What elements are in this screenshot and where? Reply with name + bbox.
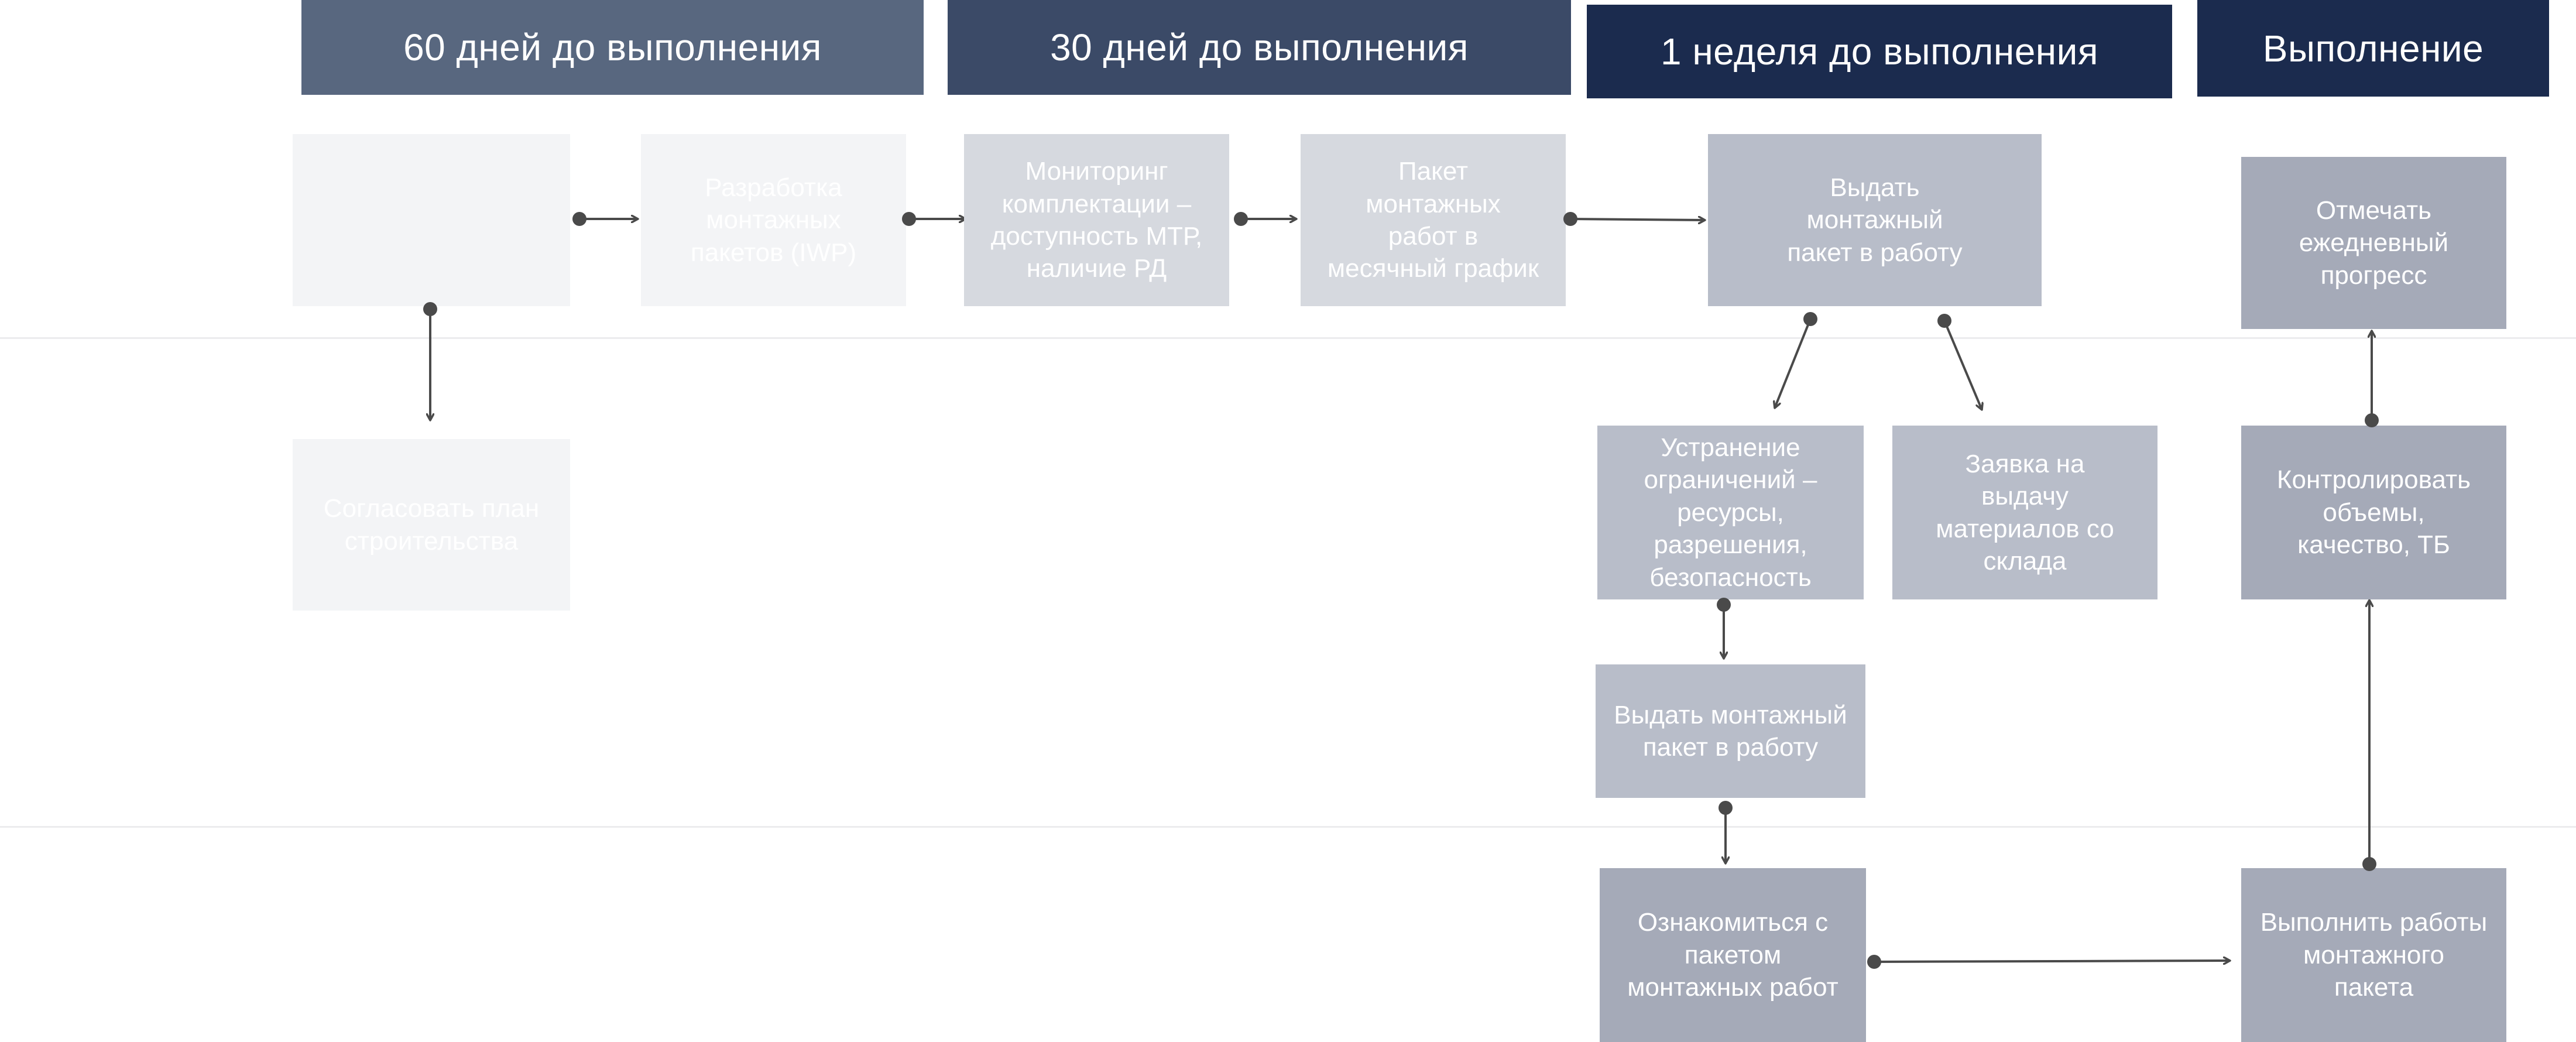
- node-agree-construction-plan: Согласовать план строительства: [293, 439, 570, 611]
- lane-divider-1: [0, 337, 2576, 339]
- dot-n5-right: [1937, 314, 1951, 328]
- dot-n7-bottom: [1717, 598, 1731, 612]
- node-monitor-completeness: Мониторинг комплектации – доступность МТ…: [964, 134, 1229, 306]
- node-review-package: Ознакомиться с пакетом монтажных работ: [1600, 868, 1866, 1042]
- arrow-n5-n7: [1775, 318, 1812, 408]
- node-issue-package-top: Выдать монтажный пакет в работу: [1708, 134, 2042, 306]
- node-develop-iwp: Разработка монтажных пакетов (IWP): [641, 134, 906, 306]
- node-control-quality: Контролировать объемы, качество, ТБ: [2241, 426, 2506, 599]
- dot-n13-top: [2362, 857, 2376, 871]
- header-1-week: 1 неделя до выполнения: [1587, 5, 2172, 98]
- node-package-monthly-schedule: Пакет монтажных работ в месячный график: [1301, 134, 1566, 306]
- arrow-n5-n8: [1943, 320, 1982, 410]
- arrow-n10-n13: [1874, 961, 2230, 962]
- node-material-request: Заявка на выдачу материалов со склада: [1892, 426, 2157, 599]
- dot-n9-bottom: [1719, 801, 1733, 815]
- dot-n10-right: [1867, 955, 1881, 969]
- dot-n3-right: [1234, 212, 1248, 226]
- dot-n4-right: [1563, 212, 1577, 226]
- dot-n5-left: [1803, 312, 1817, 326]
- header-30-days: 30 дней до выполнения: [948, 0, 1571, 95]
- dot-n12-top: [2365, 413, 2379, 427]
- node-daily-progress: Отмечать ежедневный прогресс: [2241, 157, 2506, 329]
- dot-n2-right: [902, 212, 916, 226]
- header-execution: Выполнение: [2197, 0, 2549, 97]
- node-execute-package: Выполнить работы монтажного пакета: [2241, 868, 2506, 1042]
- node-issue-package-mid: Выдать монтажный пакет в работу: [1596, 664, 1865, 798]
- node-remove-constraints: Устранение ограничений – ресурсы, разреш…: [1597, 426, 1864, 599]
- arrow-n4-n5: [1570, 219, 1705, 220]
- node-empty-start: [293, 134, 570, 306]
- lane-divider-2: [0, 826, 2576, 828]
- dot-n1-right: [572, 212, 586, 226]
- dot-n1-bottom: [423, 302, 437, 316]
- header-60-days: 60 дней до выполнения: [301, 0, 924, 95]
